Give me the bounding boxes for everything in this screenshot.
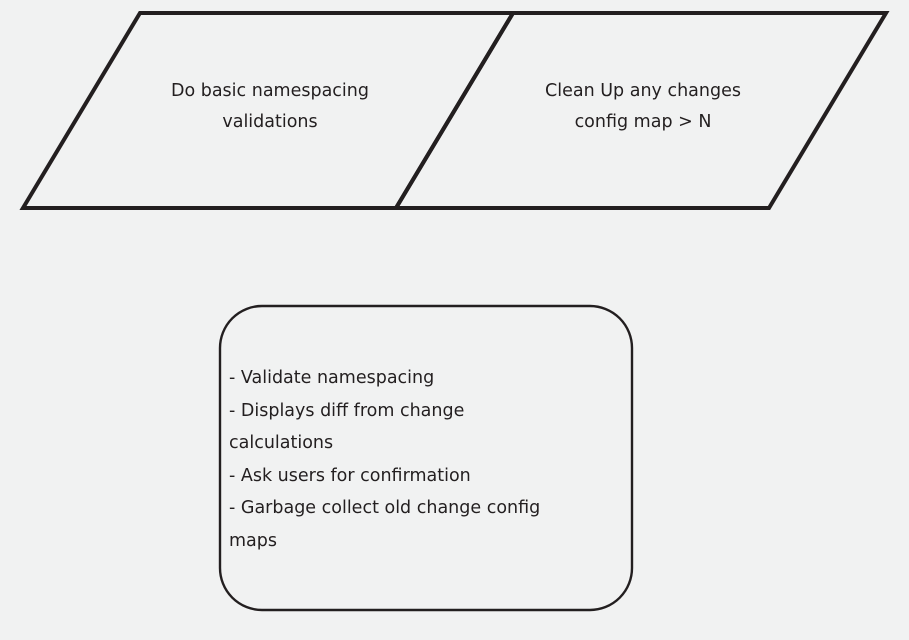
rounded-box-label: - Validate namespacing - Displays diff f… — [229, 368, 541, 551]
rounded-box-shape[interactable] — [218, 304, 634, 612]
parallelogram-right-shape[interactable] — [392, 11, 890, 210]
parallelogram-right-label: Clean Up any changes config map > N — [545, 81, 741, 132]
parallelogram-left-label: Do basic namespacing validations — [170, 81, 369, 132]
